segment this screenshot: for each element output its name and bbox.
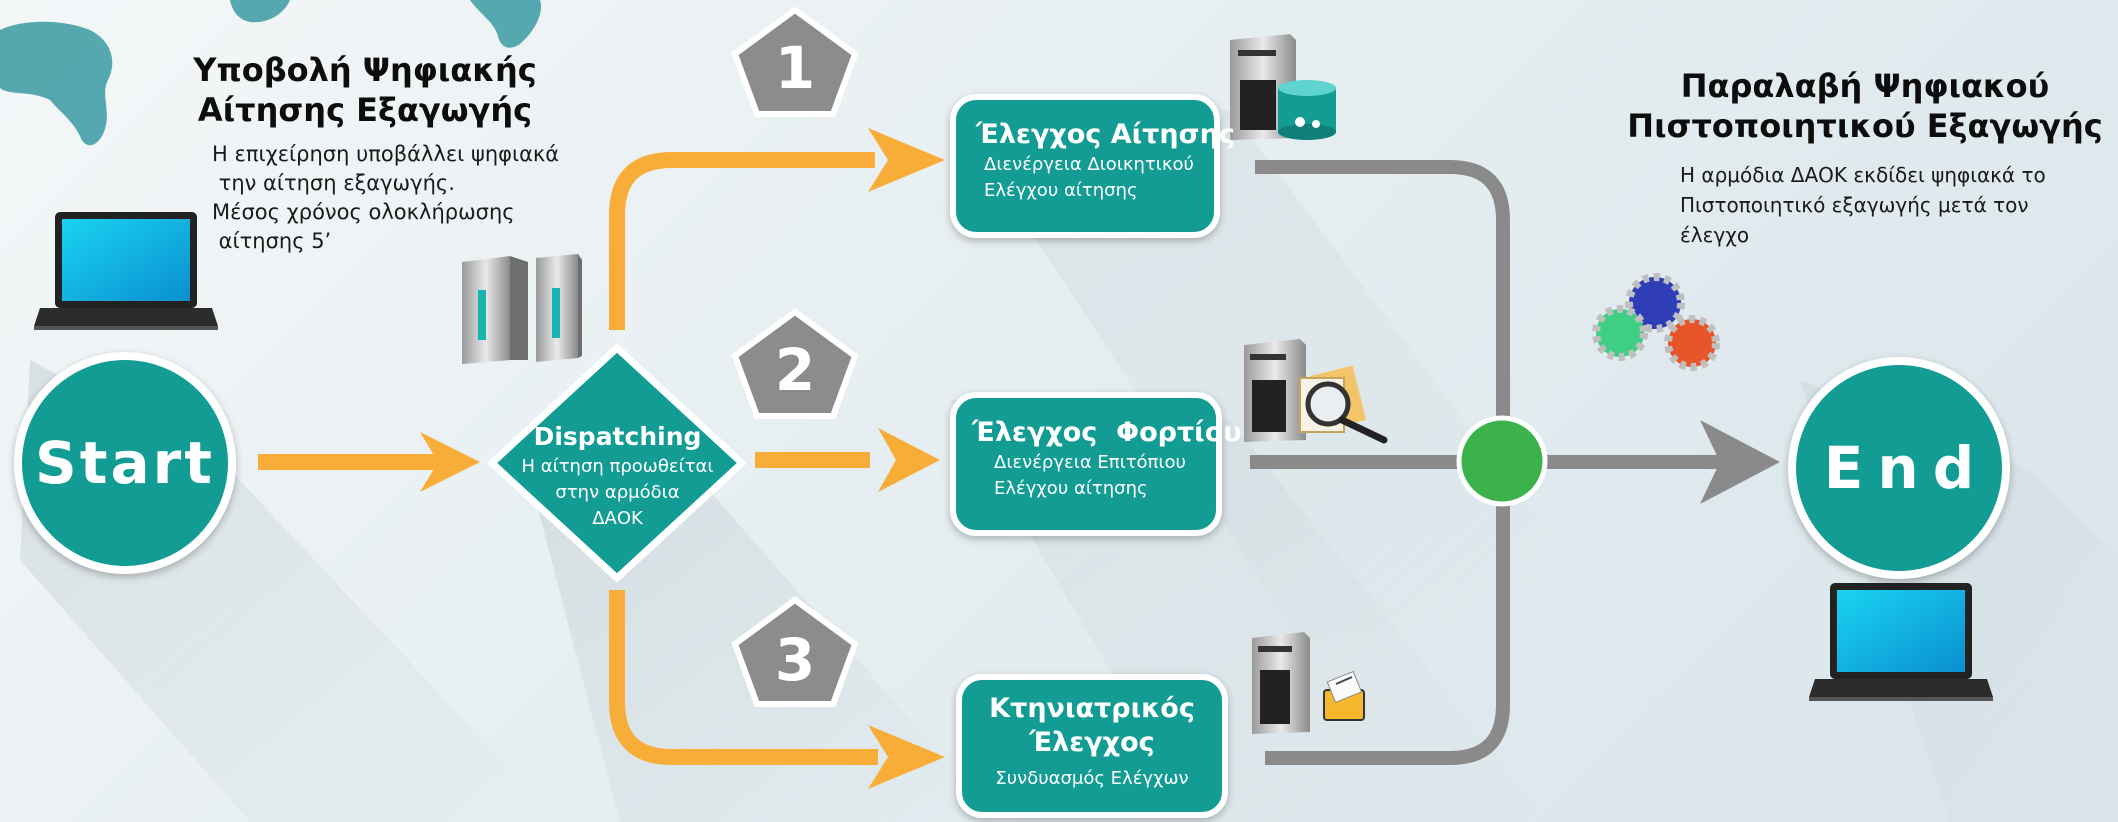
- step-2-description-line: Διενέργεια Επιτόπιου: [994, 452, 1186, 473]
- end-arrowhead: [1700, 420, 1780, 504]
- step-1-badge: 1: [731, 6, 859, 117]
- server-icon: [1252, 632, 1310, 734]
- step-1-title: Έλεγχος Αίτησης: [976, 119, 1235, 150]
- dispatch-description-line: στην αρμόδια: [555, 482, 680, 503]
- receipt-title-line: Παραλαβή Ψηφιακού: [1680, 67, 2050, 105]
- dispatch-arrowheads: [420, 128, 945, 789]
- dispatch-diamond: [486, 343, 748, 583]
- end-node: End: [1788, 357, 2010, 579]
- receipt-title-line: Πιστοποιητικού Εξαγωγής: [1627, 107, 2103, 145]
- submission-title: Υποβολή Ψηφιακής Αίτησης Εξαγωγής: [150, 50, 580, 130]
- end-label: End: [1823, 434, 1989, 502]
- merge-node: [1456, 415, 1548, 507]
- step-2-title: Έλεγχος Φορτίου: [972, 417, 1242, 448]
- step-3-description-line: Συνδυασμός Ελέγχων: [995, 768, 1189, 789]
- step-3-box: Κτηνιατρικός Έλεγχος Συνδυασμός Ελέγχων: [956, 674, 1228, 818]
- submission-description-line: την αίτηση εξαγωγής.: [212, 171, 455, 195]
- laptop-icon: [1809, 583, 1993, 701]
- start-label: Start: [35, 429, 215, 497]
- submission-description-line: Μέσος χρόνος ολοκλήρωσης: [212, 200, 515, 224]
- dispatch-connectors: [258, 152, 878, 765]
- database-icon: [1278, 80, 1336, 140]
- magnifier-document-icon: [1299, 365, 1388, 444]
- dispatch-description-line: ΔΑΟΚ: [592, 508, 643, 529]
- envelope-certificate-icon: [1323, 670, 1365, 721]
- step-2-description-line: Ελέγχου αίτησης: [994, 478, 1148, 499]
- step-1-description-line: Διενέργεια Διοικητικού: [984, 154, 1194, 175]
- step-1-box: Έλεγχος Αίτησης Διενέργεια Διοικητικού Ε…: [950, 94, 1235, 238]
- server-icon: [462, 254, 582, 364]
- submission-title-line: Αίτησης Εξαγωγής: [197, 91, 533, 129]
- dispatch-text: Dispatching Η αίτηση προωθείται στην αρμ…: [505, 420, 730, 532]
- submission-description-line: Η επιχείρηση υποβάλλει ψηφιακά: [212, 142, 560, 166]
- step-2-number: 2: [775, 336, 815, 404]
- receipt-title: Παραλαβή Ψηφιακού Πιστοποιητικού Εξαγωγή…: [1620, 66, 2110, 146]
- dispatch-title: Dispatching: [533, 422, 702, 451]
- step-2-box: Έλεγχος Φορτίου Διενέργεια Επιτόπιου Ελέ…: [950, 392, 1242, 536]
- submission-title-line: Υποβολή Ψηφιακής: [193, 51, 537, 89]
- step-2-badge: 2: [731, 308, 859, 419]
- gears-icon: [1592, 273, 1720, 371]
- submission-description: Η επιχείρηση υποβάλλει ψηφιακά την αίτησ…: [212, 140, 592, 256]
- step-1-description-line: Ελέγχου αίτησης: [984, 180, 1138, 201]
- dispatch-description-line: Η αίτηση προωθείται: [521, 456, 714, 477]
- server-icon: [1244, 339, 1306, 442]
- step-3-title-line: Κτηνιατρικός: [989, 693, 1195, 724]
- map-fragment-icon: [0, 0, 542, 146]
- step-3-title-line: Έλεγχος: [1029, 727, 1155, 758]
- receipt-description-line: Πιστοποιητικό εξαγωγής μετά τον έλεγχο: [1680, 193, 2029, 247]
- laptop-icon: [34, 212, 218, 330]
- receipt-description: Η αρμόδια ΔΑΟΚ εκδίδει ψηφιακά το Πιστοπ…: [1680, 160, 2100, 250]
- start-node: Start: [14, 352, 236, 574]
- step-1-number: 1: [775, 34, 815, 102]
- step-3-badge: 3: [731, 596, 859, 707]
- step-3-number: 3: [775, 626, 815, 694]
- receipt-description-line: Η αρμόδια ΔΑΟΚ εκδίδει ψηφιακά το: [1680, 163, 2046, 187]
- submission-description-line: αίτησης 5’: [212, 229, 332, 253]
